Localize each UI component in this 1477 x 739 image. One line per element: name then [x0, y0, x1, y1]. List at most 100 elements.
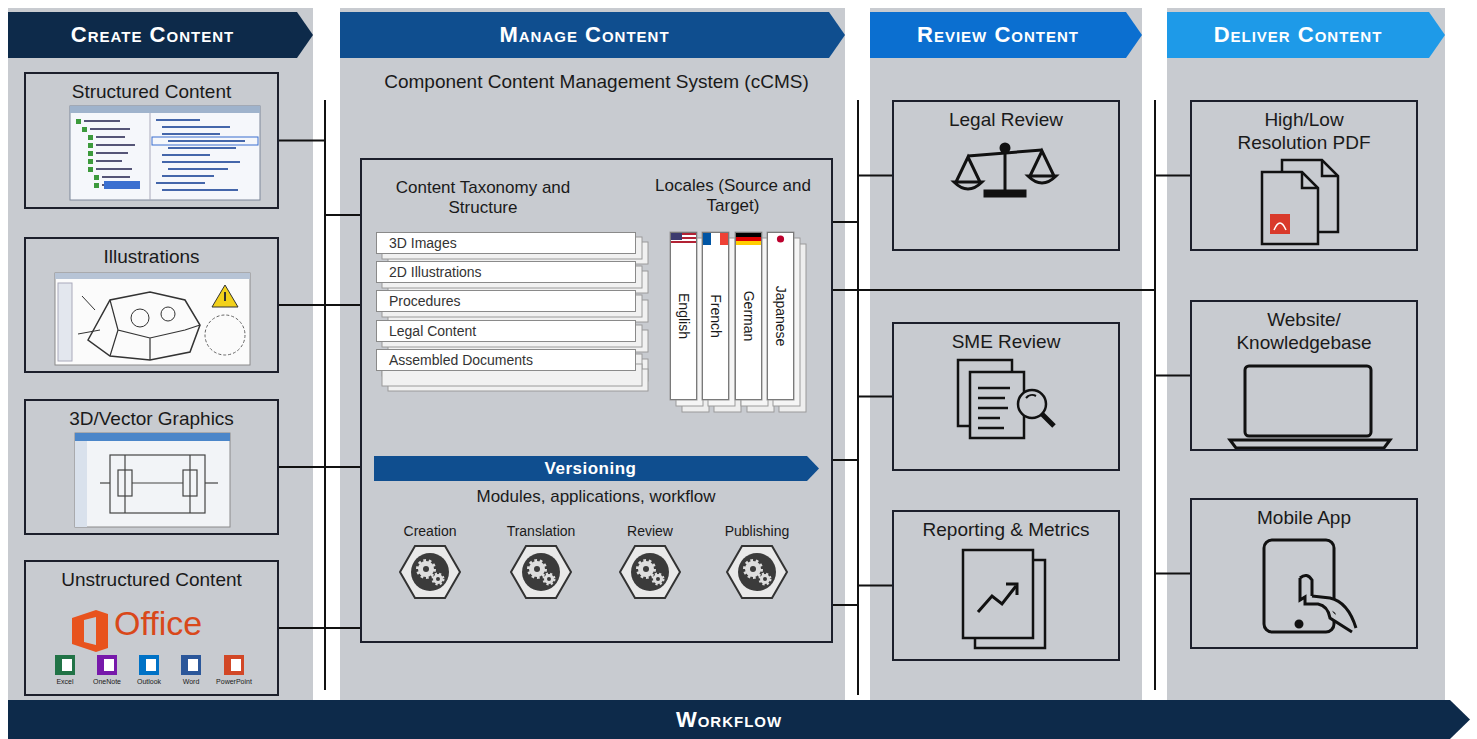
content-box: 3D/Vector Graphics — [24, 399, 279, 535]
ccms-box: Component Content Management System (cCM… — [360, 158, 833, 643]
connector — [833, 397, 892, 461]
connector — [833, 176, 1190, 291]
workflow-step: Review — [600, 521, 700, 543]
connector — [279, 466, 360, 468]
item-text: Procedures — [377, 291, 635, 311]
taxonomy-item: 3D Images — [376, 232, 636, 254]
content-box: High/Low Resolution PDF — [1190, 100, 1418, 251]
workflow-bar: Workflow — [8, 700, 1470, 739]
connector — [279, 627, 360, 629]
box-title: Illustrations — [26, 239, 277, 268]
content-box: Reporting & Metrics — [892, 510, 1120, 661]
app-name: PowerPoint — [209, 678, 259, 686]
header-text: Review Content — [870, 12, 1142, 58]
label-holder: Modules, applications, workflow — [436, 487, 756, 507]
bus-lines — [325, 100, 1155, 695]
header-text: Deliver Content — [1167, 12, 1445, 58]
content-box: Website/ Knowledgebase — [1190, 300, 1418, 451]
header-text: Manage Content — [340, 12, 845, 58]
tablet-icon — [1264, 540, 1356, 632]
language-name: French — [707, 246, 725, 386]
box-title: Legal Review — [894, 102, 1118, 131]
column-header: Manage Content — [340, 12, 845, 58]
column-header: Create Content — [8, 12, 313, 58]
app-name: OneNote — [82, 678, 132, 686]
label-holder: OneNote — [82, 678, 132, 686]
box-title: 3D/Vector Graphics — [26, 401, 277, 430]
column-panel — [870, 8, 1142, 702]
section-label: Locales (Source and Target) — [648, 176, 818, 217]
content-box: Illustrations — [24, 237, 279, 373]
editor-screenshot — [70, 106, 260, 200]
connector — [833, 176, 892, 223]
app-name: Outlook — [124, 678, 174, 686]
step-name: Publishing — [707, 521, 807, 541]
box-title: Website/ Knowledgebase — [1224, 302, 1384, 354]
taxonomy-item: Assembled Documents — [376, 349, 636, 371]
step-name: Review — [600, 521, 700, 541]
language-name: English — [675, 246, 693, 386]
vector-screenshot — [75, 433, 230, 527]
content-box: Unstructured ContentOffice — [24, 560, 279, 696]
column-header: Deliver Content — [1167, 12, 1445, 58]
workflow-step: Publishing — [707, 521, 807, 543]
content-box: Mobile App — [1190, 498, 1418, 649]
box-title: Reporting & Metrics — [894, 512, 1118, 541]
column-header: Review Content — [870, 12, 1142, 58]
box-title: Mobile App — [1192, 500, 1416, 529]
label-holder: Locales (Source and Target) — [648, 176, 818, 217]
content-box: Legal Review — [892, 100, 1120, 251]
logo-text: Office — [26, 591, 277, 641]
item-text: Assembled Documents — [377, 350, 635, 370]
column-panel — [8, 8, 313, 702]
taxonomy-item: Legal Content — [376, 320, 636, 342]
gear-hexagons — [400, 546, 787, 598]
label-holder: Outlook — [124, 678, 174, 686]
content-box: SME Review — [892, 322, 1120, 471]
connector — [279, 141, 360, 216]
scales-icon — [954, 144, 1056, 196]
header-text: Create Content — [8, 12, 313, 58]
locale-card-art — [670, 232, 806, 412]
box-title: High/Low Resolution PDF — [1219, 102, 1389, 154]
versioning-band: Versioning — [374, 456, 819, 481]
column-panel — [340, 8, 845, 702]
label-holder: PowerPoint — [209, 678, 259, 686]
section-label: Modules, applications, workflow — [436, 487, 756, 507]
laptop-icon — [1230, 366, 1390, 448]
label-holder: Excel — [40, 678, 90, 686]
flags — [671, 233, 793, 245]
band-text: Versioning — [374, 456, 819, 481]
pdf-icon — [1262, 160, 1338, 244]
document-search-icon — [958, 360, 1054, 438]
box-title: SME Review — [894, 324, 1118, 353]
app-name: Excel — [40, 678, 90, 686]
taxonomy-item: 2D Illustrations — [376, 261, 636, 283]
box-title: Structured Content — [26, 74, 277, 103]
section-label: Content Taxonomy and Structure — [383, 178, 583, 219]
column-panel — [1167, 8, 1445, 702]
label-holder: Content Taxonomy and Structure — [383, 178, 583, 219]
connector — [833, 290, 1190, 574]
locale-card: French — [702, 232, 729, 400]
box-title: Unstructured Content — [26, 562, 277, 591]
report-chart-icon — [963, 550, 1045, 648]
content-box: Structured Content — [24, 72, 279, 209]
connector — [279, 304, 360, 306]
step-name: Creation — [380, 521, 480, 541]
item-text: 3D Images — [377, 233, 635, 253]
connector — [833, 290, 1190, 376]
locale-card: Japanese — [767, 232, 794, 400]
taxonomy-item: Procedures — [376, 290, 636, 312]
connector — [833, 586, 892, 606]
workflow-step: Creation — [380, 521, 480, 543]
bar-text: Workflow — [8, 700, 1470, 739]
label-holder: Word — [166, 678, 216, 686]
locale-card: English — [670, 232, 697, 400]
item-text: Legal Content — [377, 321, 635, 341]
illustration-screenshot — [55, 273, 250, 365]
system-title: Component Content Management System (cCM… — [377, 70, 817, 95]
